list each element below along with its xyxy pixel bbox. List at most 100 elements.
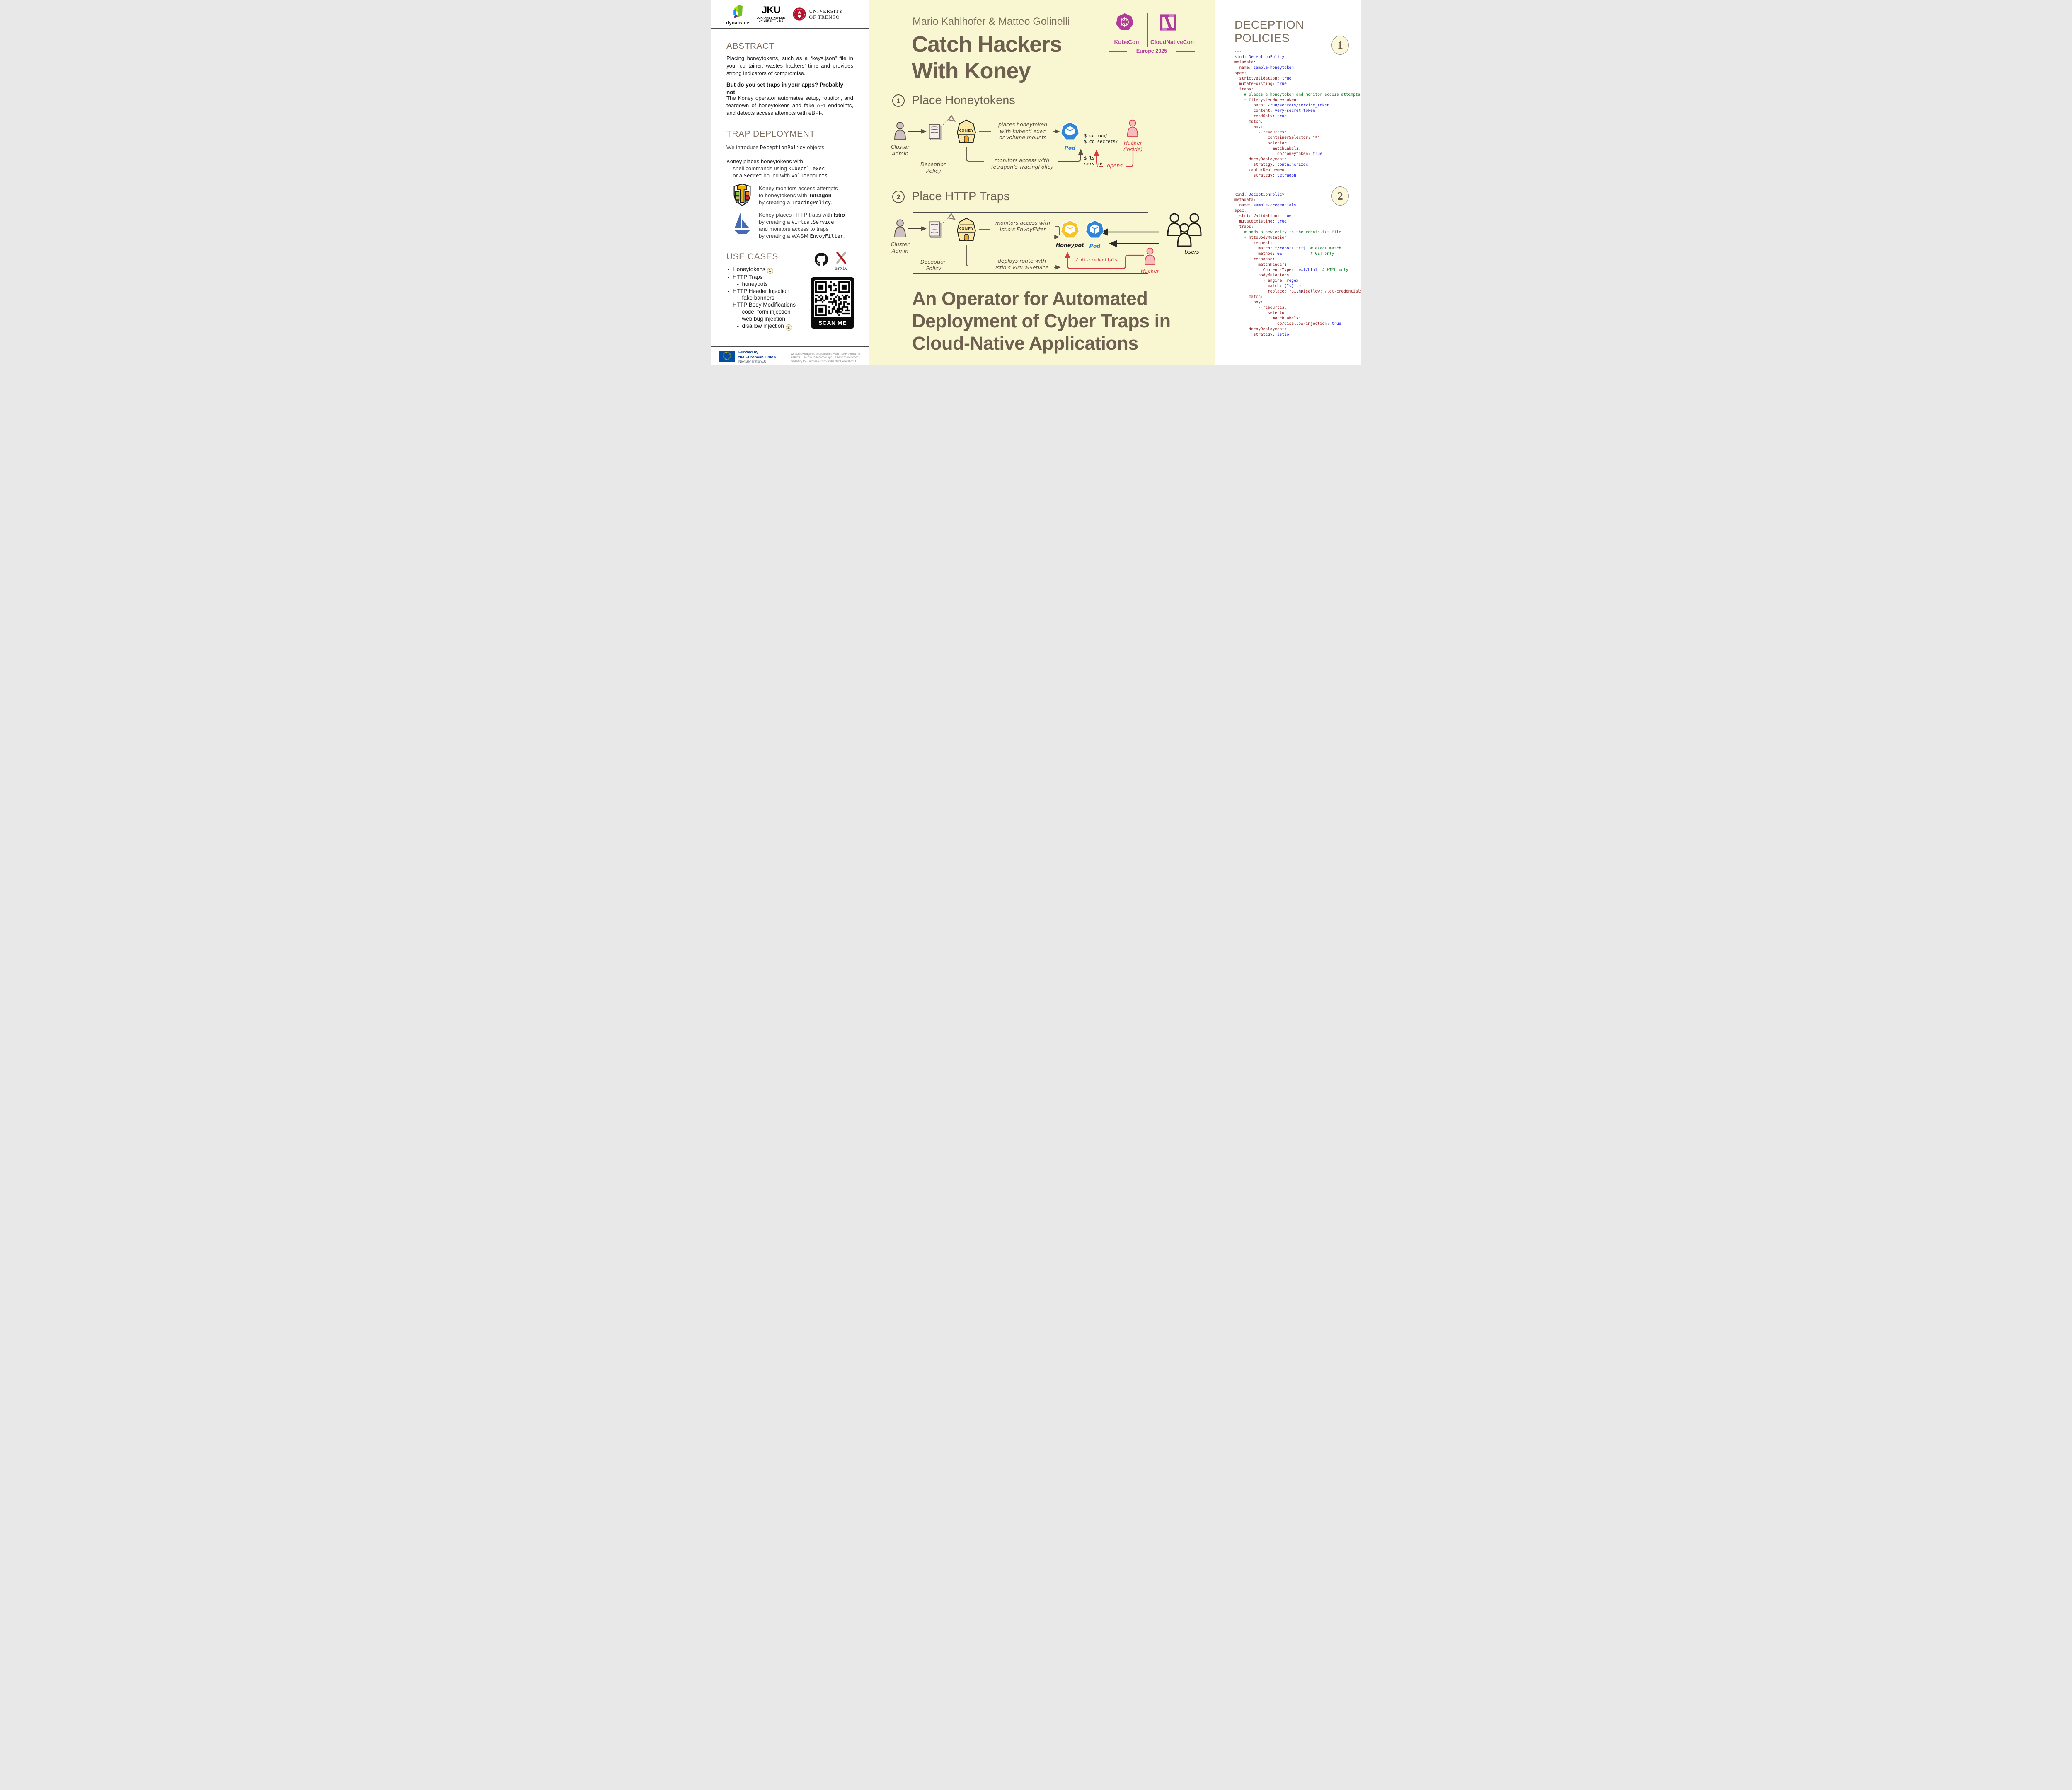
section2-number: 2 [892,191,905,203]
unitrento-name-line1: UNIVERSITY [809,8,843,14]
trap-bullet-2: - or a Secret bound with volumeMounts [726,172,828,179]
koney-hive-icon: KONEY [957,218,976,241]
trap-intro: We introduce DeceptionPolicy objects. [726,144,826,150]
poster-subtitle-line1: An Operator for Automated [912,288,1148,309]
jku-name-line1: JOHANNES KEPLER [757,16,785,19]
arxiv-x-icon [836,252,846,264]
event-line-left [1109,51,1127,52]
unitrento-logo: UNIVERSITY OF TRENTO [792,7,843,21]
authors: Mario Kahlhofer & Matteo Golinelli [913,16,1070,27]
trap-lead: Koney places honeytokens with [726,158,803,164]
funded-by-line3: NextGenerationEU [738,360,767,363]
acknowledgement-text: We acknowledge the support of the MUR PN… [791,353,860,363]
deception-policy-icon [929,124,942,140]
poster: dynatrace JKU JOHANNES KEPLER UNIVERSITY… [711,0,1361,365]
footer-divider [711,346,869,347]
use-case-list: - Honeytokens 1- HTTP Traps - honeypots-… [728,266,796,331]
kubecon-wordmark: KubeCon [1114,39,1139,45]
diagram2-border [913,212,1148,274]
istio-line-3: and monitors access to traps [759,226,829,232]
istio-line-4: by creating a WASM EnvoyFilter. [759,233,845,239]
cluster-admin-icon [894,122,906,140]
cloudnativecon-wordmark: CloudNativeCon [1150,39,1194,45]
logo-row: dynatrace JKU JOHANNES KEPLER UNIVERSITY… [711,0,869,29]
qr-code-block: SCAN ME [811,277,854,329]
abstract-paragraph-1: Placing honeytokens, such as a “keys.jso… [726,55,853,76]
unitrento-name-line2: OF TRENTO [809,14,840,20]
poster-subtitle-line3: Cloud-Native Applications [912,333,1138,354]
tetragon-line-3: by creating a TracingPolicy. [759,199,833,206]
unitrento-seal-icon [793,7,806,21]
use-cases-heading: USE CASES [726,252,778,261]
jku-logo: JKU JOHANNES KEPLER UNIVERSITY LINZ [757,4,785,23]
opens-label: opens [1103,162,1126,169]
arxiv-logo: arXiv [832,251,850,271]
deception-policy-icon [929,221,942,238]
trap-bullet-1: - shell commands using kubectl exec [726,165,825,172]
kubecon-wheel-icon [1116,13,1133,30]
pod-icon [1060,121,1080,140]
funded-by-line2: the European Union [738,355,776,360]
deception-policies-heading: DECEPTION POLICIES [1234,18,1304,44]
cloudnativecon-icon [1160,14,1176,31]
koney-hive-icon: KONEY [957,119,976,143]
jku-mark: JKU [761,4,781,16]
abstract-bold-line: But do you set traps in your apps? Proba… [726,82,843,95]
event-name: Europe 2025 [1136,48,1167,54]
section2-title: Place HTTP Traps [912,190,1010,203]
trap-deployment-heading: TRAP DEPLOYMENT [726,129,815,139]
policy2-badge: 2 [1331,186,1349,206]
koney-hive-label: KONEY [959,128,974,133]
hacker-label: Hacker [1140,268,1159,274]
funded-by-line1: Funded by [738,350,759,355]
istio-line-2: by creating a VirtualService [759,219,834,225]
users-icon [1167,213,1202,247]
middle-column [869,0,1215,365]
scan-me-label: SCAN ME [818,319,847,326]
istio-line-1: Koney places HTTP traps with Istio [759,212,845,218]
honeypot-label: Honeypot [1055,242,1084,248]
tetragon-line-1: Koney monitors access attempts [759,185,838,191]
dt-credentials-label: /.dt-credentials [1075,258,1118,263]
abstract-paragraph-2: The Koney operator automates setup, rota… [726,95,853,116]
tetragon-line-2: to honeytokens with Tetragon [759,192,832,198]
honeypot-icon [1060,220,1080,239]
users-label: Users [1184,249,1199,255]
cluster-admin-icon [894,219,906,238]
pod-icon [1085,220,1104,239]
pod-label: Pod [1089,243,1101,249]
hacker-inside-icon [1127,119,1138,137]
diagram2-arrows [908,213,1159,270]
tetragon-icon [733,184,751,206]
eu-funding-text: Funded by the European Union NextGenerat… [738,350,776,363]
github-icon [815,253,828,266]
pod-label: Pod [1064,145,1076,151]
kubecon-divider [1147,13,1148,47]
policy1-badge: 1 [1331,36,1349,55]
hacker-icon [1144,247,1156,265]
dynatrace-icon [733,4,743,18]
koney-hive-label: KONEY [959,227,974,231]
poster-title-line1: Catch Hackers [912,32,1062,57]
hacker-inside-label: Hacker(inside) [1123,140,1143,152]
istio-icon [734,212,750,234]
arxiv-wordmark: arXiv [835,266,848,271]
abstract-heading: ABSTRACT [726,41,775,51]
poster-subtitle-line2: Deployment of Cyber Traps in [912,310,1171,331]
poster-title-line2: With Koney [912,58,1031,83]
event-line-right [1176,51,1195,52]
diagram1-arrows [908,115,1134,167]
section1-title: Place Honeytokens [912,94,1015,107]
